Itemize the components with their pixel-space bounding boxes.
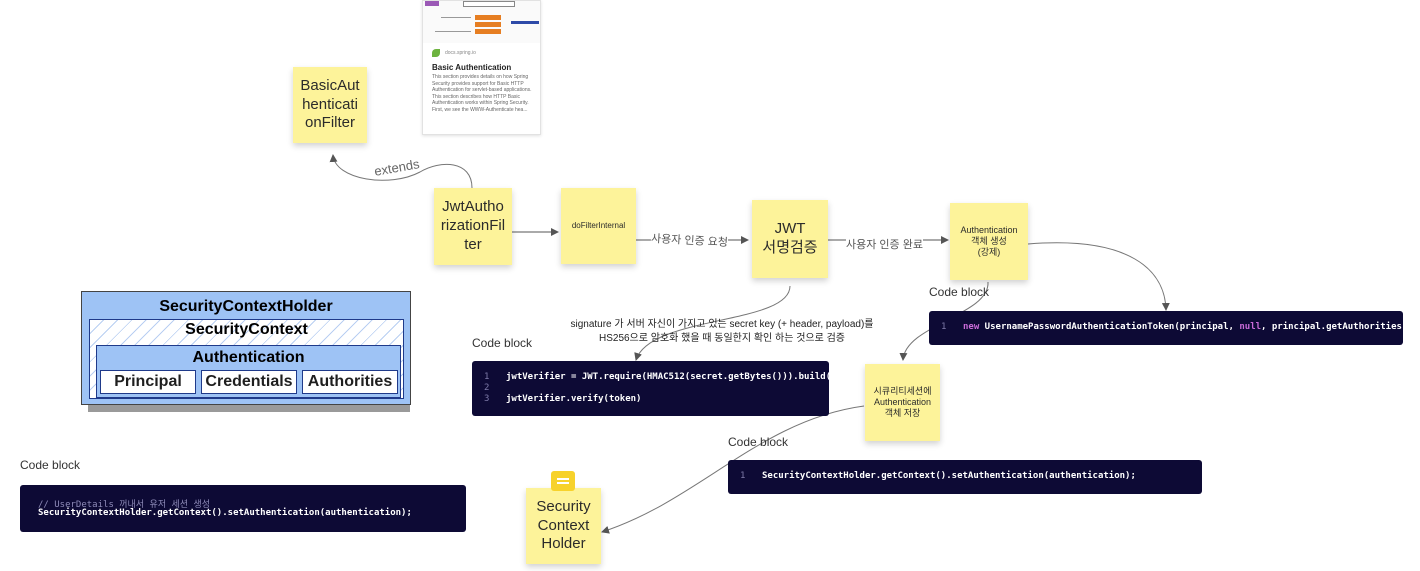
code-line: SecurityContextHolder.getContext().setAu… [762,471,1136,481]
auth-create-text: Authentication 객체 생성 (강제) [960,224,1018,258]
code-comment: // UserDetails 꺼내서 유저 세션 생성 [38,500,211,510]
code-line: SecurityContextHolder.getContext().setAu… [38,508,412,518]
card-site: docs.spring.io [445,50,476,56]
signature-note: signature 가 서버 자신이 가지고 있는 secret key (+ … [570,319,874,344]
spring-leaf-icon [432,49,440,57]
do-filter-internal-text: doFilterInternal [571,221,626,230]
code-block-caption-setauth: Code block [728,435,789,449]
card-thumbnail [423,1,540,43]
comment-icon[interactable] [551,471,575,491]
authorities-box[interactable]: Authorities [302,370,398,394]
jwt-verify-note[interactable]: JWT 서명검증 [752,200,828,278]
authcreate-to-code-connector [1027,242,1170,311]
authentication-title: Authentication [192,349,305,366]
basic-auth-filter-note[interactable]: BasicAuthenticationFilter [293,67,367,143]
basic-auth-filter-text: BasicAuthenticationFilter [300,76,360,132]
principal-box[interactable]: Principal [100,370,196,394]
auth-create-note[interactable]: Authentication 객체 생성 (강제) [950,203,1028,280]
code-block-caption-jwt: Code block [472,336,533,350]
code-block-caption-left: Code block [20,458,81,472]
card-title: Basic Authentication [432,63,512,72]
code-line: , principal.getAuthorities()); [1261,322,1420,332]
session-store-text: 시큐리티세션에 Authentication 객체 저장 [873,385,932,419]
authentication-box[interactable]: Authentication Principal Credentials Aut… [96,345,401,398]
code-block-caption-token: Code block [929,285,990,299]
security-context-box[interactable]: SecurityContext Authentication Principal… [89,319,404,399]
code-line: jwtVerifier = JWT.require(HMAC512(secret… [506,372,837,382]
card-description: This section provides details on how Spr… [432,74,532,113]
code-block-left[interactable]: // UserDetails 꺼내서 유저 세션 생성 SecurityCont… [20,485,466,532]
auth-done-label: 사용자 인증 완료 [846,236,923,252]
context-title: SecurityContext [185,321,308,338]
verify-to-code-connector [634,285,791,361]
link-preview-card[interactable]: docs.spring.io Basic Authentication This… [422,0,541,135]
session-store-note[interactable]: 시큐리티세션에 Authentication 객체 저장 [865,364,940,441]
keyword-null: null [1239,322,1262,332]
credentials-box[interactable]: Credentials [201,370,297,394]
keyword-new: new [963,322,980,332]
extends-connector [329,154,473,189]
jwt-auth-filter-note[interactable]: JwtAuthorizationFilter [434,188,512,265]
jwt-verify-text: JWT 서명검증 [762,220,818,256]
code-line: UsernamePasswordAuthenticationToken(prin… [979,322,1240,332]
holder-title: SecurityContextHolder [159,298,333,315]
jwt-auth-filter-text: JwtAuthorizationFilter [440,198,506,253]
do-filter-internal-note[interactable]: doFilterInternal [561,188,636,264]
security-context-holder-note[interactable]: Security Context Holder [526,488,601,564]
security-context-holder-text: Security Context Holder [536,497,591,553]
code-line: jwtVerifier.verify(token) [506,394,642,404]
security-context-holder-box[interactable]: SecurityContextHolder SecurityContext Au… [81,291,411,405]
